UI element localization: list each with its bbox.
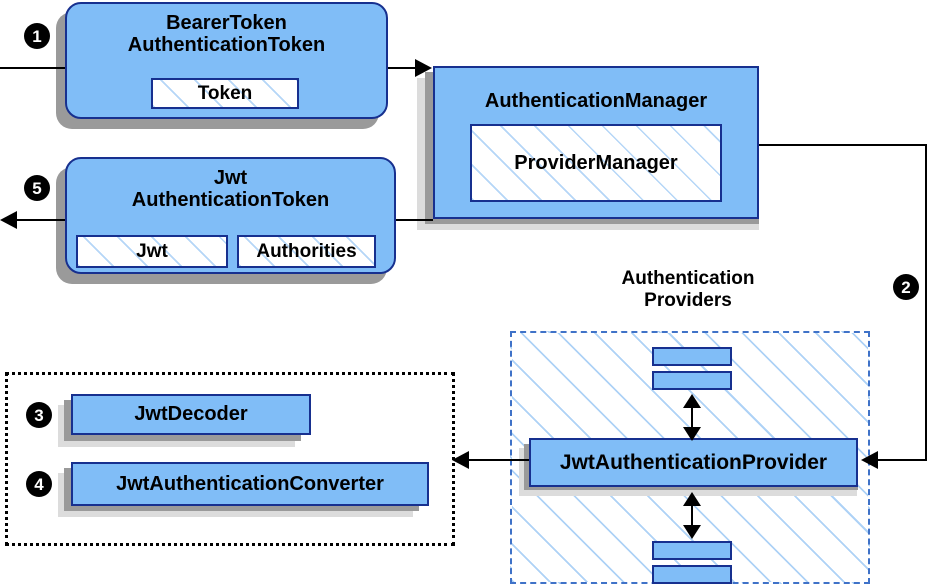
node-jwt-authentication-provider[interactable]: JwtAuthenticationProvider — [529, 438, 858, 487]
authentication-providers-label: Authentication Providers — [568, 268, 808, 312]
jwt-token-title-line1: Jwt — [213, 167, 248, 189]
slot-authorities-label: Authorities — [256, 240, 357, 262]
slot-jwt-label: Jwt — [136, 240, 168, 262]
jwt-authentication-provider-label: JwtAuthenticationProvider — [559, 450, 828, 474]
connector-provider-to-support-arrowhead — [452, 451, 469, 469]
slot-token[interactable]: Token — [151, 78, 299, 109]
slot-provider-manager[interactable]: ProviderManager — [470, 124, 722, 202]
provider-stack-bar-bottom-2 — [652, 565, 732, 584]
provider-link-upper-arrowhead-up — [683, 394, 701, 408]
provider-link-lower-arrowhead-down — [683, 525, 701, 539]
provider-link-upper-arrowhead-down — [683, 427, 701, 441]
jwt-token-title-line2: AuthenticationToken — [131, 189, 330, 212]
step-marker-1-number: 1 — [32, 26, 42, 46]
authentication-providers-label-line2: Providers — [644, 289, 732, 311]
connector-response-out — [4, 219, 66, 221]
provider-stack-bar-top-2 — [652, 371, 732, 390]
node-jwt-authentication-converter[interactable]: JwtAuthenticationConverter — [71, 462, 429, 506]
step-marker-5: 5 — [24, 175, 50, 201]
connector-manager-to-providers-top — [759, 144, 927, 146]
jwt-authentication-converter-label: JwtAuthenticationConverter — [116, 472, 384, 495]
slot-jwt[interactable]: Jwt — [76, 235, 228, 268]
slot-provider-manager-label: ProviderManager — [514, 151, 678, 174]
connector-manager-to-providers-arrowhead — [861, 451, 878, 469]
provider-stack-bar-top-1 — [652, 347, 732, 366]
connector-token-to-manager-arrowhead — [415, 59, 432, 77]
connector-response-out-arrowhead — [0, 211, 17, 229]
authentication-providers-label-line1: Authentication — [621, 268, 755, 289]
step-marker-4: 4 — [26, 471, 52, 497]
node-bearer-token-authentication-token[interactable]: BearerToken AuthenticationToken — [65, 2, 388, 119]
connector-request-in — [0, 67, 66, 69]
step-marker-5-number: 5 — [32, 178, 42, 198]
node-jwt-decoder[interactable]: JwtDecoder — [71, 394, 311, 435]
provider-link-lower-line — [691, 496, 693, 534]
step-marker-3-number: 3 — [34, 405, 44, 425]
authentication-manager-title: AuthenticationManager — [484, 90, 708, 112]
connector-manager-to-providers-vertical — [925, 144, 927, 460]
provider-stack-bar-bottom-1 — [652, 541, 732, 560]
step-marker-3: 3 — [26, 402, 52, 428]
provider-link-lower-arrowhead-up — [683, 492, 701, 506]
jwt-decoder-label: JwtDecoder — [134, 403, 248, 426]
connector-provider-to-support — [466, 459, 529, 461]
connector-token-to-manager — [388, 67, 421, 69]
step-marker-2: 2 — [893, 274, 919, 300]
step-marker-2-number: 2 — [901, 277, 911, 297]
bearer-token-title-line2: AuthenticationToken — [127, 34, 326, 57]
connector-manager-to-providers-bottom — [877, 459, 927, 461]
provider-link-upper-line — [691, 398, 693, 436]
slot-authorities[interactable]: Authorities — [237, 235, 376, 268]
step-marker-4-number: 4 — [34, 474, 44, 494]
connector-manager-to-jwt-token — [396, 219, 433, 221]
step-marker-1: 1 — [24, 23, 50, 49]
bearer-token-title-line1: BearerToken — [166, 12, 287, 34]
slot-token-label: Token — [197, 82, 253, 104]
